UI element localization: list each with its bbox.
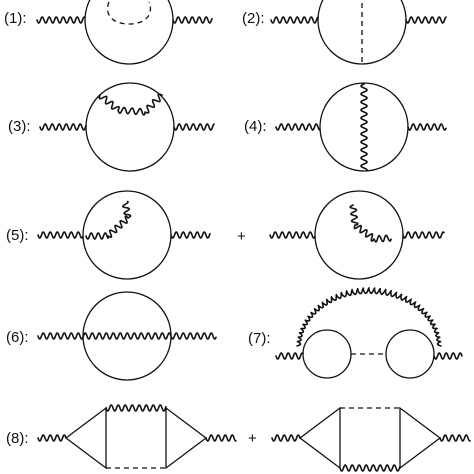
fermion-loop-right bbox=[385, 329, 435, 379]
external-photon-right bbox=[407, 123, 447, 131]
external-photon-right bbox=[433, 352, 463, 360]
external-photon-left bbox=[37, 231, 84, 239]
fermion-loop bbox=[319, 82, 409, 172]
diagram-6: (6): bbox=[6, 291, 217, 381]
diagram-7: (7): bbox=[248, 287, 463, 379]
scalar-propagator bbox=[106, 1, 152, 25]
fermion-loop-right bbox=[314, 190, 404, 280]
external-photon-left-2 bbox=[269, 231, 316, 239]
internal-photon-top bbox=[105, 404, 167, 412]
external-photon-right bbox=[170, 231, 211, 239]
diagram-2-label: (2): bbox=[242, 10, 265, 27]
fermion-loop bbox=[84, 0, 174, 65]
diagram-8-label: (8): bbox=[6, 430, 29, 447]
internal-photon-arc bbox=[296, 287, 442, 347]
diagram-1: (1): bbox=[4, 0, 213, 65]
external-photon-right bbox=[172, 16, 213, 24]
diagram-6-label: (6): bbox=[6, 329, 29, 346]
diagram-5: (5): + bbox=[6, 190, 445, 280]
internal-photon-right bbox=[349, 204, 392, 243]
external-photon-right-2 bbox=[439, 434, 471, 442]
diagram-5-label: (5): bbox=[6, 227, 29, 244]
internal-photon bbox=[98, 93, 163, 116]
internal-photon-bottom bbox=[339, 464, 401, 472]
external-photon-right bbox=[205, 434, 237, 442]
fermion-loop bbox=[317, 0, 407, 65]
triangle-left bbox=[64, 406, 107, 470]
diagram-3: (3): bbox=[8, 82, 215, 172]
diagram-3-label: (3): bbox=[8, 118, 31, 135]
photon-through-loop bbox=[37, 332, 217, 340]
external-photon-left bbox=[39, 123, 87, 131]
external-photon-left bbox=[36, 16, 86, 24]
external-photon-right-2 bbox=[402, 231, 445, 239]
external-photon-left-2 bbox=[271, 434, 301, 442]
fermion-loop-left bbox=[82, 190, 172, 280]
external-photon-right bbox=[173, 123, 215, 131]
external-photon-left bbox=[275, 352, 304, 360]
plus-sign: + bbox=[237, 228, 246, 245]
fermion-loop bbox=[82, 291, 172, 381]
plus-sign: + bbox=[248, 430, 257, 447]
fermion-loop bbox=[85, 82, 175, 172]
diagram-4-label: (4): bbox=[244, 118, 267, 135]
diagram-8: (8): + bbox=[6, 404, 471, 472]
diagram-1-label: (1): bbox=[4, 10, 27, 27]
external-photon-left bbox=[270, 16, 319, 24]
triangle-right-2 bbox=[399, 406, 442, 470]
internal-photon bbox=[360, 83, 368, 171]
diagram-7-label: (7): bbox=[248, 330, 271, 347]
internal-photon-left bbox=[85, 200, 132, 240]
fermion-loop-left bbox=[302, 329, 352, 379]
diagram-4: (4): bbox=[244, 82, 447, 172]
diagram-2: (2): bbox=[242, 0, 447, 65]
external-photon-right bbox=[405, 16, 447, 24]
triangle-right bbox=[165, 406, 208, 470]
external-photon-left bbox=[275, 123, 321, 131]
triangle-left-2 bbox=[298, 406, 341, 470]
external-photon-left bbox=[37, 434, 67, 442]
